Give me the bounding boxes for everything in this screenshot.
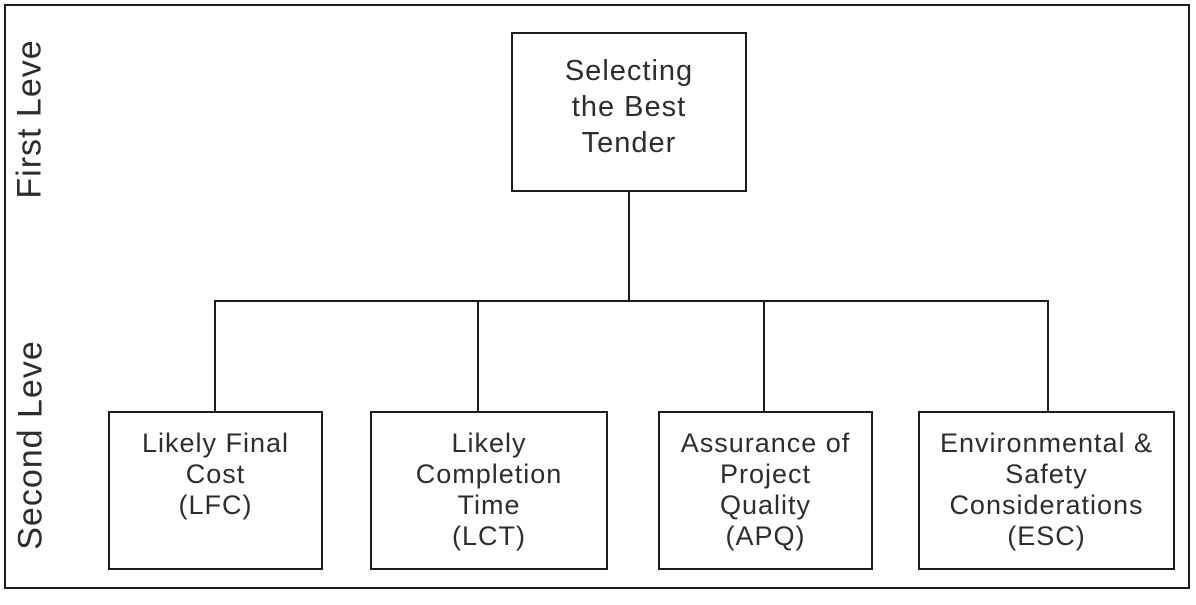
connector-drop-esc	[1047, 300, 1049, 411]
connector-drop-lfc	[214, 300, 216, 411]
node-selecting-the-best-tender: Selecting the Best Tender	[511, 32, 747, 192]
node-text-line: Likely	[451, 428, 527, 458]
node-text-line: Selecting	[564, 55, 694, 87]
connector-root-stem	[628, 192, 630, 302]
node-text-line: the Best	[571, 91, 687, 123]
node-text-line: Safety	[1005, 459, 1088, 489]
connector-drop-apq	[763, 300, 765, 411]
node-likely-final-cost: Likely Final Cost (LFC)	[108, 411, 323, 570]
node-text-line: (ESC)	[1007, 521, 1086, 551]
node-text-line: Completion	[415, 459, 563, 489]
node-text-line: Cost	[185, 459, 246, 489]
node-text-line: Assurance of	[680, 428, 851, 458]
connector-horizontal	[214, 300, 1049, 302]
node-text-line: Considerations	[949, 490, 1144, 520]
connector-drop-lct	[477, 300, 479, 411]
node-text-line: Quality	[719, 490, 812, 520]
diagram-border	[4, 4, 1190, 589]
node-text-line: (LCT)	[452, 521, 526, 551]
level-label-first: First Leve	[10, 39, 49, 199]
node-text-line: Likely Final	[141, 428, 290, 458]
node-text-line: (APQ)	[725, 521, 806, 551]
node-text-line: (LFC)	[178, 490, 253, 520]
node-assurance-of-project-quality: Assurance of Project Quality (APQ)	[658, 411, 873, 570]
node-text-line: Tender	[581, 127, 677, 159]
node-likely-completion-time: Likely Completion Time (LCT)	[370, 411, 608, 570]
node-environmental-safety-considerations: Environmental & Safety Considerations (E…	[918, 411, 1175, 570]
node-text-line: Project	[719, 459, 812, 489]
level-label-second: Second Leve	[11, 340, 50, 550]
node-text-line: Time	[457, 490, 521, 520]
node-text-line: Environmental &	[939, 428, 1154, 458]
